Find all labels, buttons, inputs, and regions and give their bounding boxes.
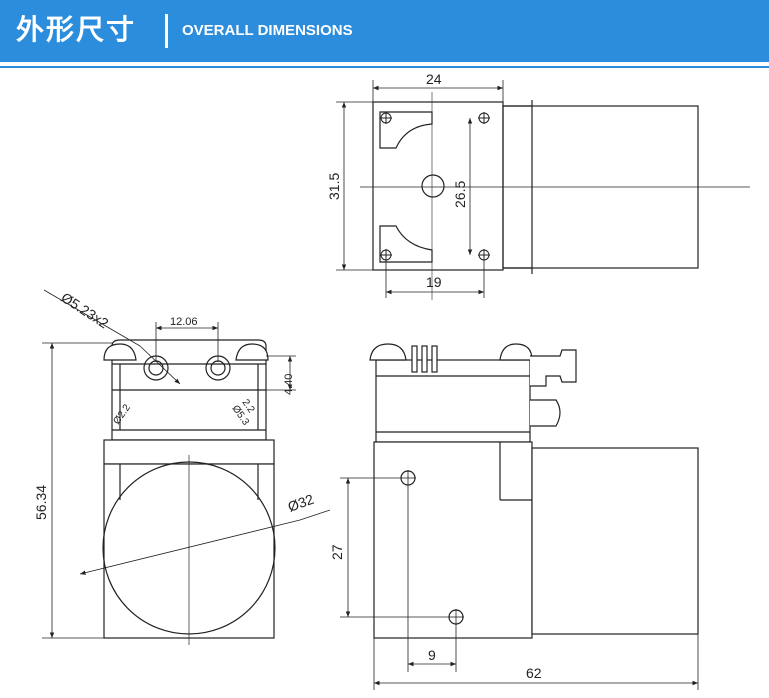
dim-hole-spacing-h: 19 [426,274,442,290]
side-cap-right [499,343,533,361]
header-banner: 外形尺寸 OVERALL DIMENSIONS [0,0,769,62]
side-outlet-tube [530,349,577,387]
side-inlet [530,399,561,427]
dim-port-spacing: 12.06 [170,316,198,328]
dim-top-width: 24 [426,71,442,87]
dim-motor-dia: Ø32 [286,491,317,515]
dim-overall-length: 62 [526,665,542,681]
side-cap-left [369,343,407,361]
side-motor-body [373,441,533,639]
page-subtitle: OVERALL DIMENSIONS [182,22,353,39]
top-port [421,174,445,198]
dim-front-height: 56.34 [33,485,49,520]
header-underline [0,66,769,68]
side-pump-head [375,359,531,443]
dim-top-height: 31.5 [326,173,342,200]
top-clip-upper [379,111,433,149]
front-view [42,289,331,645]
side-motor-can [531,447,699,635]
top-mount-holes [380,112,490,261]
front-cap-right [235,343,269,361]
top-clip-lower [379,225,433,263]
dim-mount-offset: 9 [428,647,436,663]
title-divider [165,14,168,48]
dim-line-motor-dia [79,519,301,575]
side-view [340,343,699,690]
dim-hole-dia: Ø5.23x2 [58,289,111,331]
dim-hole-spacing-v: 26.5 [452,181,468,208]
top-view [336,80,750,300]
page-title: 外形尺寸 [16,13,137,46]
dim-mount-spacing: 27 [329,544,345,560]
front-cap-left [103,343,137,361]
dim-port-offset: 4.40 [283,374,295,395]
